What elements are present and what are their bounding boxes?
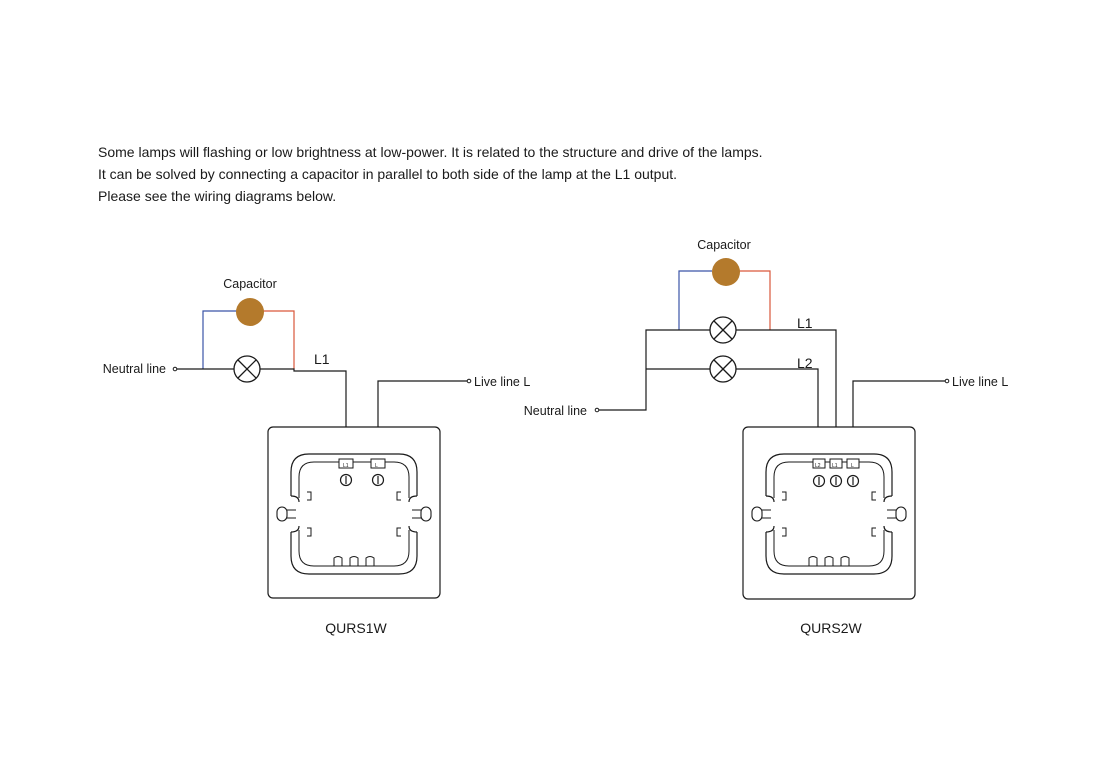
terminal-label-l1: L1 [343, 463, 349, 469]
screw-icon [829, 474, 843, 488]
intro-line-2: It can be solved by connecting a capacit… [98, 166, 678, 182]
intro-text: Some lamps will flashing or low brightne… [98, 141, 763, 207]
live-line-label: Live line L [474, 375, 530, 389]
terminal-label-l1: L1 [832, 463, 838, 469]
capacitor-wire-red [739, 270, 771, 330]
screw-icon [812, 474, 826, 488]
l1-wire [260, 368, 347, 463]
neutral-line-label: Neutral line [103, 362, 166, 376]
switch-box [742, 426, 916, 600]
neutral-wire [599, 329, 710, 411]
screw-icon [339, 473, 353, 487]
lamp-icon [233, 355, 261, 383]
capacitor-wire-red [263, 310, 295, 369]
intro-line-1: Some lamps will flashing or low brightne… [98, 144, 763, 160]
capacitor-icon [236, 298, 264, 326]
terminal-block: L2 L1 L [812, 458, 860, 488]
lamp-icon [709, 316, 737, 344]
l1-label: L1 [797, 315, 813, 331]
switch-box [267, 426, 441, 599]
lamp-icon [709, 355, 737, 383]
screw-icon [846, 474, 860, 488]
capacitor-wire-blue [678, 270, 712, 330]
terminal-label-l: L [851, 463, 854, 469]
screw-icon [371, 473, 385, 487]
diagram-qurs1w: Capacitor Neutral line L1 Live line L L1… [103, 277, 531, 636]
neutral-line-label: Neutral line [524, 404, 587, 418]
terminal-label-l: L [375, 463, 378, 469]
terminal-label-l2: L2 [815, 463, 821, 469]
capacitor-label: Capacitor [223, 277, 277, 291]
model-label: QURS2W [800, 620, 862, 636]
diagram-qurs2w: Capacitor Neutral line L1 L2 Live line L… [524, 238, 1009, 636]
capacitor-label: Capacitor [697, 238, 751, 252]
terminal-block: L1 L [338, 458, 386, 487]
capacitor-wire-blue [202, 310, 237, 369]
l1-wire [736, 329, 837, 460]
capacitor-icon [712, 258, 740, 286]
intro-line-3: Please see the wiring diagrams below. [98, 188, 337, 204]
l2-label: L2 [797, 355, 813, 371]
model-label: QURS1W [325, 620, 387, 636]
live-line-label: Live line L [952, 375, 1008, 389]
l1-label: L1 [314, 351, 330, 367]
